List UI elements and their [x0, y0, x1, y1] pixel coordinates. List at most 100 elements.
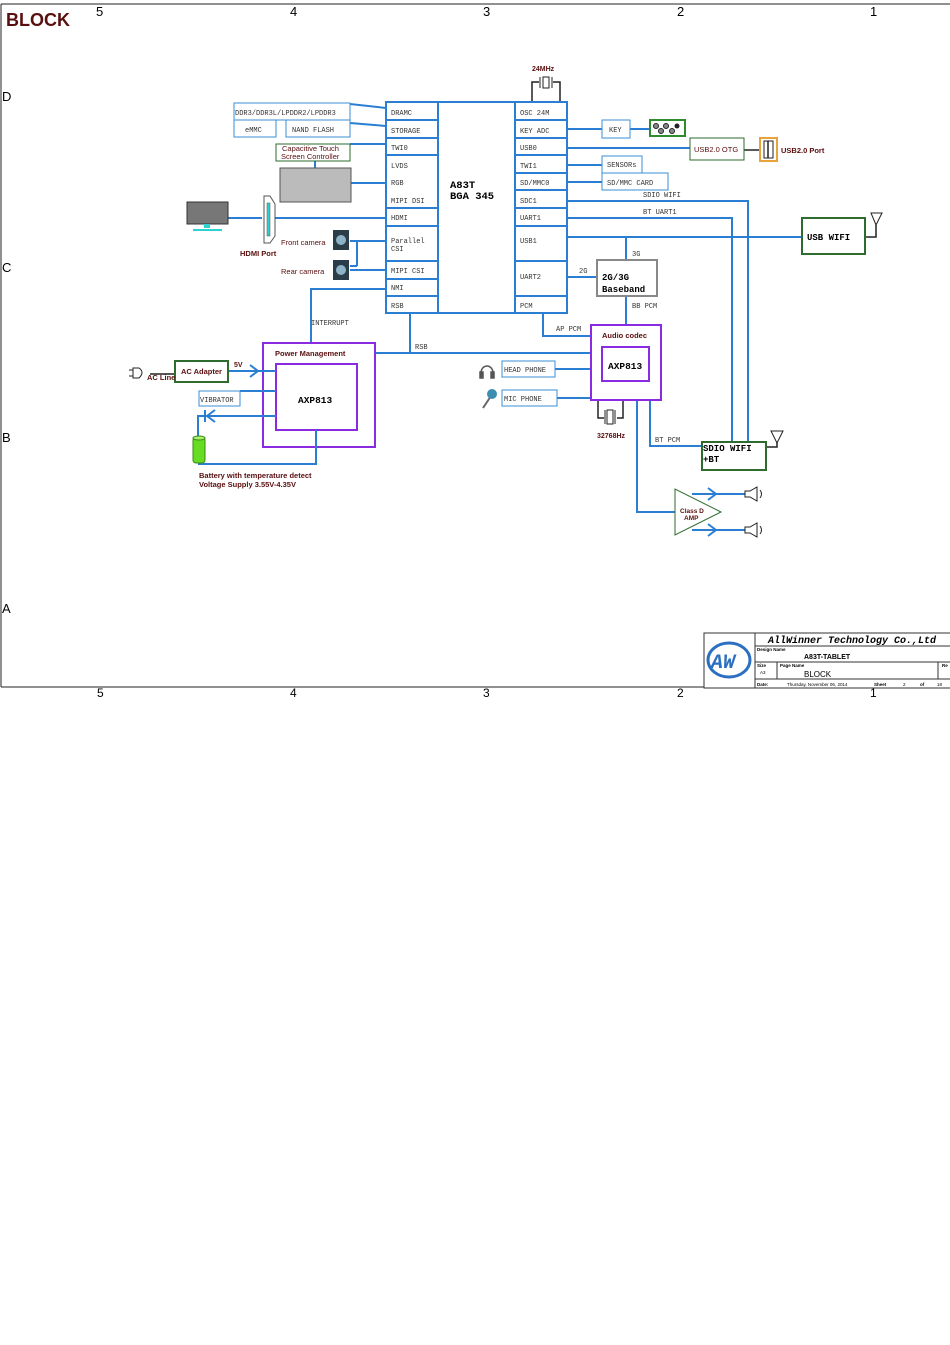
signal-3g: 3G	[632, 251, 640, 259]
zone-col-3-bottom: 3	[483, 686, 490, 700]
arrow-speaker1-icon	[707, 487, 718, 501]
antenna-icon	[870, 212, 883, 227]
nand-flash-label: NAND FLASH	[292, 127, 334, 135]
zone-col-2: 2	[677, 4, 684, 19]
signal-rsb: RSB	[415, 344, 428, 352]
pin-uart1: UART1	[520, 215, 541, 223]
speaker-1-icon	[744, 486, 762, 502]
memory-block[interactable]	[233, 102, 351, 138]
zone-col-5: 5	[96, 4, 103, 19]
baseband-block[interactable]: 2G/3G Baseband	[596, 259, 658, 297]
baseband-line1: 2G/3G	[602, 273, 629, 283]
key-label: KEY	[609, 127, 622, 135]
ddr-label: DDR3/DDR3L/LPDDR2/LPDDR3	[235, 110, 336, 118]
crystal-32768hz-label: 32768Hz	[597, 433, 626, 440]
crystal-24mhz: 24MHz	[532, 66, 555, 89]
zone-col-2-bottom: 2	[677, 686, 684, 700]
pin-usb1: USB1	[520, 238, 537, 246]
pin-sdc1: SDC1	[520, 198, 537, 206]
zone-row-a: A	[2, 601, 11, 616]
zone-row-d: D	[2, 89, 11, 104]
head-phone-block[interactable]: HEAD PHONE	[501, 360, 556, 378]
block-diagram: BLOCK 5 4 3 2 1 D C B A	[0, 3, 950, 700]
zone-col-5-bottom: 5	[97, 686, 104, 700]
class-d-line1: Class D	[680, 508, 704, 515]
zone-col-1: 1	[870, 4, 877, 19]
head-phone-label: HEAD PHONE	[504, 367, 546, 375]
ac-adapter-block[interactable]: AC Adapter	[174, 360, 229, 383]
soc-name: A83T	[450, 180, 475, 192]
lcd-panel-icon	[279, 167, 352, 203]
key-block[interactable]: KEY	[601, 119, 631, 139]
class-d-line2: AMP	[684, 515, 699, 522]
pin-key-adc: KEY ADC	[520, 128, 549, 136]
class-d-amp-block[interactable]: Class D AMP	[674, 488, 723, 536]
battery-icon	[192, 435, 206, 464]
battery-line2: Voltage Supply 3.55V-4.35V	[199, 480, 296, 489]
size-value: A3	[760, 670, 766, 675]
pin-uart2: UART2	[520, 274, 541, 282]
pmic-chip: AXP813	[298, 395, 333, 406]
microphone-icon	[482, 389, 497, 409]
design-name: A83T-TABLET	[804, 654, 851, 661]
audio-codec-block[interactable]: Audio codec AXP813	[590, 324, 662, 401]
touch-controller[interactable]: Capacitive Touch Screen Controller	[275, 143, 351, 162]
signal-bt-pcm: BT PCM	[655, 437, 680, 445]
sd-card-block[interactable]: SD/MMC CARD	[601, 172, 669, 191]
pin-osc-24m: OSC 24M	[520, 110, 549, 118]
zone-row-b: B	[2, 430, 11, 445]
ac-line-label: AC Line	[147, 373, 175, 382]
soc-a83t[interactable]: A83T BGA 345 DRAMC STORAGE TWI0 LVDS RGB…	[385, 101, 568, 314]
monitor-icon	[186, 201, 229, 231]
zone-col-1-bottom: 1	[870, 686, 877, 700]
sensors-label: SENSORs	[607, 162, 636, 170]
zone-col-4-bottom: 4	[290, 686, 297, 700]
hdmi-port-icon	[263, 195, 276, 244]
zone-col-4: 4	[290, 4, 297, 19]
design-name-label: Design Name	[757, 647, 786, 652]
signal-ap-pcm: AP PCM	[556, 326, 581, 334]
allwinner-logo-icon: AW	[706, 641, 752, 679]
battery-line1: Battery with temperature detect	[199, 471, 312, 480]
front-camera-label: Front camera	[281, 238, 326, 247]
svg-text:AW: AW	[709, 652, 737, 675]
mic-phone-block[interactable]: MIC PHONE	[501, 389, 558, 407]
pin-nmi: NMI	[391, 285, 404, 293]
vibrator-label: VIBRATOR	[200, 397, 234, 405]
title-block: AW AllWinner Technology Co.,Ltd Design N…	[703, 632, 950, 689]
audio-codec-chip: AXP813	[608, 361, 643, 372]
pin-rgb: RGB	[391, 180, 404, 188]
size-label: Size	[757, 663, 767, 668]
page-name-label: Page Name	[780, 663, 805, 668]
pin-usb0: USB0	[520, 145, 537, 153]
mic-phone-label: MIC PHONE	[504, 396, 542, 404]
usb-otg-label: USB2.0 OTG	[694, 145, 738, 154]
keypad-icon	[649, 119, 686, 137]
sdio-wifi-line1: SDIO WIFI	[703, 444, 752, 454]
ac-plug-icon	[129, 367, 143, 379]
vibrator-block[interactable]: VIBRATOR	[198, 390, 241, 407]
hdmi-port-label: HDMI Port	[240, 249, 277, 258]
pin-lvds: LVDS	[391, 163, 408, 171]
sdio-wifi-bt-block[interactable]: SDIO WIFI +BT	[701, 441, 767, 471]
usb-port-icon	[759, 137, 778, 162]
usb-port-label: USB2.0 Port	[781, 146, 825, 155]
signal-2g: 2G	[579, 268, 587, 276]
of-label: of	[920, 682, 925, 687]
rear-camera-label: Rear camera	[281, 267, 325, 276]
zone-col-3: 3	[483, 4, 490, 19]
usb-otg-block[interactable]: USB2.0 OTG	[689, 137, 745, 161]
signal-sdio-wifi: SDIO WIFI	[643, 192, 681, 200]
arrow-speaker2-icon	[707, 523, 718, 537]
pin-mipi-dsi: MIPI DSI	[391, 198, 425, 206]
power-management-block[interactable]: Power Management AXP813	[262, 342, 376, 448]
signal-5v: 5V	[234, 362, 243, 369]
page-name: BLOCK	[804, 670, 832, 679]
total-sheets: 18	[937, 682, 943, 687]
zone-row-c: C	[2, 260, 11, 275]
usb-wifi-block[interactable]: USB WIFI	[801, 217, 866, 255]
pin-mipi-csi: MIPI CSI	[391, 268, 425, 276]
sensors-block[interactable]: SENSORs	[601, 155, 643, 174]
signal-bt-uart1: BT UART1	[643, 209, 677, 217]
crystal-32768hz: 32768Hz	[597, 409, 626, 440]
